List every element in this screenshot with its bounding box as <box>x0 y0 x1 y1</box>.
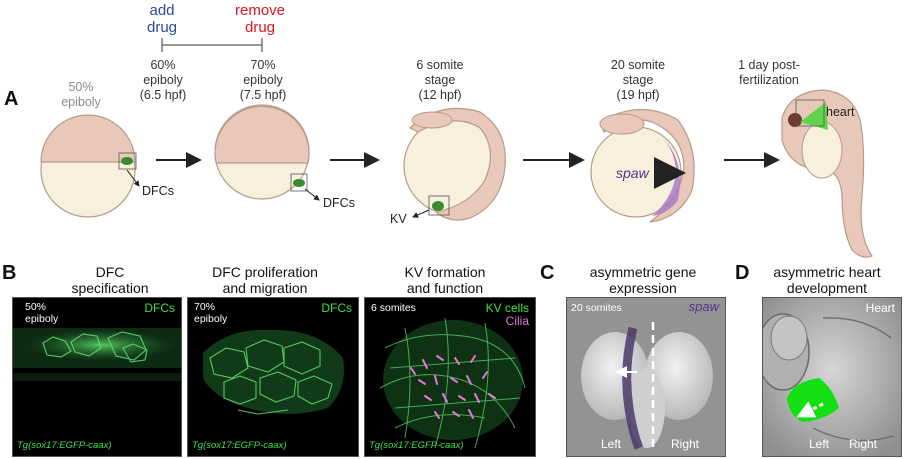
photo-heart-development: Heart Left Right <box>762 297 902 457</box>
img1-stage: 50% epiboly <box>25 301 59 325</box>
d-heart: Heart <box>865 301 895 315</box>
heart-loop-arrow <box>796 401 824 418</box>
c-spaw: spaw <box>688 299 719 314</box>
heart-label: heart <box>826 105 855 119</box>
panel-b-title-2: DFC proliferation and migration <box>212 264 318 296</box>
stage-6somite-label: 6 somite stage (12 hpf) <box>416 58 464 102</box>
eye <box>788 113 802 127</box>
img3-cilia: Cilia <box>505 314 529 328</box>
panel-b-title-1: DFC specification <box>71 264 149 296</box>
img2-transgene: Tg(sox17:EGFP-caax) <box>192 440 287 451</box>
photo-spaw-expression: 20 somites spaw Left Right <box>566 297 726 457</box>
panel-c-letter: C <box>540 262 555 284</box>
heart-shape <box>800 102 828 130</box>
stage-20somite-label: 20 somite stage (19 hpf) <box>610 58 666 102</box>
d-left: Left <box>809 437 830 451</box>
micrograph-dfc-specification: 50% epiboly DFCs Tg(sox17:EGFP-caax) <box>12 297 182 457</box>
micrograph-dfc-migration: 70% epiboly DFCs Tg(sox17:EGFP-caax) <box>187 297 359 457</box>
panel-d-title: asymmetric heart development <box>773 264 881 296</box>
panel-c-title: asymmetric gene expression <box>589 264 697 296</box>
embryo-6-somite <box>403 107 506 221</box>
stage-1dpf-label: 1 day post- fertilization <box>738 58 800 87</box>
img2-dfcs: DFCs <box>321 301 352 315</box>
img3-transgene: Tg(sox17:EGFP-caax) <box>369 440 464 451</box>
embryo-20-somite <box>590 108 695 223</box>
add-drug-label: add drug <box>146 2 178 36</box>
panel-b-title-3: KV formation and function <box>404 264 486 296</box>
remove-drug-label: remove drug <box>234 2 286 36</box>
c-right: Right <box>671 437 700 451</box>
img2-stage: 70% epiboly <box>194 301 228 325</box>
embryo-50-epiboly <box>40 114 140 218</box>
panel-d-letter: D <box>735 262 750 284</box>
dfc-cluster-1 <box>121 157 133 165</box>
spaw-label: spaw <box>616 165 650 181</box>
panel-a-letter: A <box>4 88 19 110</box>
dfcs-label-1: DFCs <box>142 184 174 198</box>
stage-50-label: 50% epiboly <box>61 80 101 109</box>
img1-transgene: Tg(sox17:EGFP-caax) <box>17 440 112 451</box>
kv-cluster <box>432 201 444 211</box>
c-stage: 20 somites <box>571 302 622 314</box>
embryo-70-epiboly <box>214 104 320 201</box>
drug-window-bracket <box>161 38 263 52</box>
panel-b-letter: B <box>2 262 17 284</box>
stage-70-label: 70% epiboly (7.5 hpf) <box>239 58 287 102</box>
panel-a-illustration: DFCs DFCs KV spaw h <box>40 38 873 258</box>
kv-label: KV <box>390 212 407 226</box>
stage-60-label: 60% epiboly (6.5 hpf) <box>139 58 187 102</box>
img3-kv-cells: KV cells <box>485 301 529 315</box>
c-left: Left <box>601 437 622 451</box>
img3-stage: 6 somites <box>371 302 416 314</box>
img1-dfcs: DFCs <box>144 301 175 315</box>
dfc-cluster-2 <box>293 179 305 187</box>
embryo-1-dpf <box>781 89 873 258</box>
d-right: Right <box>849 437 878 451</box>
dfcs-label-2: DFCs <box>323 196 355 210</box>
micrograph-kv-formation: 6 somites KV cells Cilia Tg(sox17:EGFP-c… <box>364 297 536 457</box>
